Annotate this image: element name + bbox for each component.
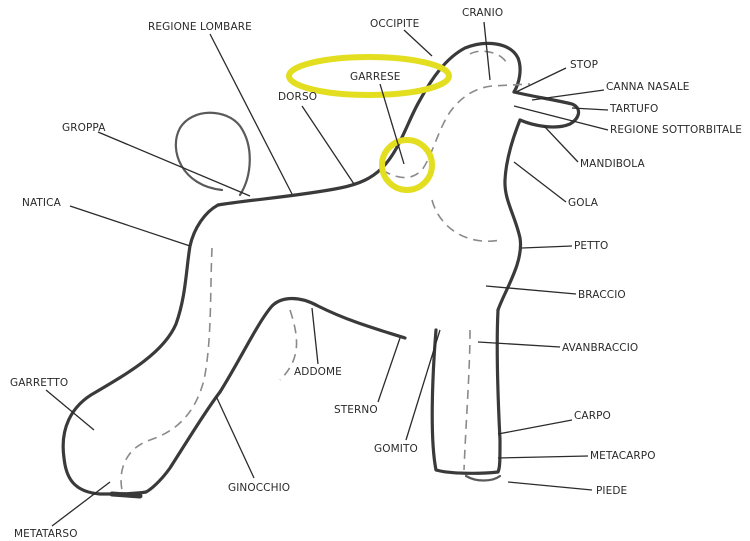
- label-groppa: GROPPA: [62, 122, 106, 134]
- leader-braccio: [486, 286, 576, 294]
- label-regione-lombare: REGIONE LOMBARE: [148, 21, 252, 33]
- leader-mandibola: [544, 126, 578, 162]
- leader-avanbraccio: [478, 342, 560, 347]
- leader-stop: [516, 68, 566, 92]
- leader-piede: [508, 482, 592, 490]
- label-garrese: GARRESE: [350, 71, 401, 83]
- labels: CRANIO OCCIPITE REGIONE LOMBARE STOP GAR…: [10, 7, 742, 540]
- leader-petto: [522, 246, 572, 248]
- label-braccio: BRACCIO: [578, 289, 626, 301]
- tail-pompon: [176, 113, 250, 195]
- label-addome: ADDOME: [294, 366, 342, 378]
- front-foot: [466, 476, 500, 481]
- label-metatarso: METATARSO: [14, 528, 78, 540]
- label-gomito: GOMITO: [374, 443, 418, 455]
- label-dorso: DORSO: [278, 91, 317, 103]
- label-garretto: GARRETTO: [10, 377, 68, 389]
- label-carpo: CARPO: [574, 410, 611, 422]
- neck-head-outline: [382, 43, 520, 168]
- label-sterno: STERNO: [334, 404, 378, 416]
- leader-metacarpo: [498, 456, 588, 458]
- leader-carpo: [498, 420, 572, 434]
- label-cranio: CRANIO: [462, 7, 503, 19]
- leader-occipite: [404, 30, 432, 56]
- dog-silhouette: [63, 43, 578, 496]
- label-metacarpo: METACARPO: [590, 450, 656, 462]
- label-petto: PETTO: [574, 240, 608, 252]
- leader-addome: [312, 308, 318, 364]
- leader-natica: [70, 206, 190, 246]
- label-ginocchio: GINOCCHIO: [228, 482, 290, 494]
- label-gola: GOLA: [568, 197, 599, 209]
- leader-sterno: [378, 338, 400, 402]
- hind-leg-outline: [146, 392, 220, 492]
- leader-canna-nasale: [532, 90, 604, 100]
- back-outline: [218, 168, 382, 205]
- rump-outline: [63, 205, 218, 494]
- leader-dorso: [302, 106, 354, 184]
- label-stop: STOP: [570, 59, 598, 71]
- inner-contour-foreleg: [464, 330, 470, 470]
- label-avanbraccio: AVANBRACCIO: [562, 342, 638, 354]
- leader-gola: [514, 162, 566, 202]
- label-tartufo: TARTUFO: [609, 103, 658, 115]
- label-canna-nasale: CANNA NASALE: [606, 81, 690, 93]
- leader-lines: [46, 22, 608, 526]
- front-leg-outline: [432, 310, 500, 473]
- inner-contour-chest: [432, 200, 500, 241]
- muzzle-outline: [514, 92, 579, 127]
- throat-outline: [498, 120, 521, 310]
- label-regione-sottorbitale: REGIONE SOTTORBITALE: [610, 124, 742, 136]
- leader-gomito: [406, 330, 440, 440]
- label-natica: NATICA: [22, 197, 62, 209]
- label-occipite: OCCIPITE: [370, 18, 419, 30]
- hind-foot: [112, 494, 140, 496]
- leader-ginocchio: [216, 396, 254, 478]
- label-piede: PIEDE: [596, 485, 627, 497]
- leader-groppa: [98, 132, 250, 196]
- label-mandibola: MANDIBOLA: [580, 158, 645, 170]
